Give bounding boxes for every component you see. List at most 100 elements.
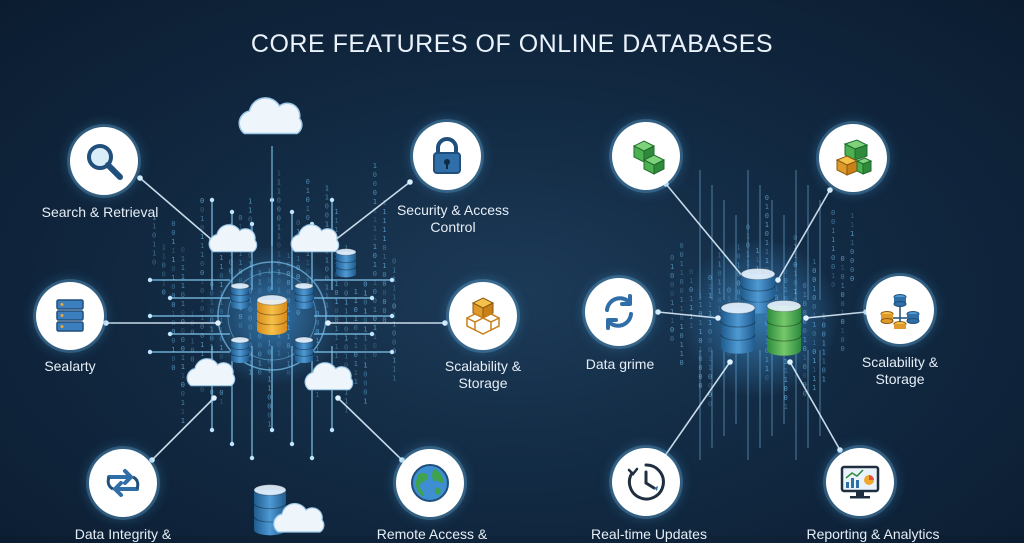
binary-digit: 1	[841, 264, 845, 272]
circuit-node	[249, 455, 255, 461]
circuit-node	[167, 331, 173, 337]
connector-search	[139, 177, 213, 241]
binary-digit: 0	[334, 271, 338, 279]
boxes-icon	[465, 297, 501, 335]
binary-digit: 0	[306, 196, 310, 204]
binary-digit: 0	[238, 214, 242, 222]
binary-digit: 1	[670, 308, 674, 316]
binary-digit: 0	[373, 270, 377, 278]
connector-dot	[655, 309, 661, 315]
binary-digit: 0	[267, 394, 271, 402]
binary-digit: 1	[181, 408, 185, 416]
binary-digit: 1	[277, 233, 281, 241]
cloud-lower-left	[186, 358, 236, 387]
cylinder-body	[767, 306, 801, 350]
security-label: Security & Access Control	[388, 202, 518, 236]
connector-scalability-right	[805, 311, 867, 319]
binary-digit: 0	[708, 382, 712, 390]
data-grime-node	[585, 278, 653, 346]
cylinder-band	[720, 334, 756, 341]
binary-digit: 1	[325, 185, 329, 193]
binary-digit: 0	[344, 280, 348, 288]
binary-digit: 1	[373, 162, 377, 170]
globe-icon	[411, 464, 449, 502]
cylinder-top	[230, 282, 250, 290]
binary-digit: 0	[373, 189, 377, 197]
cloud-icon	[273, 502, 325, 533]
binary-digit: 0	[679, 332, 683, 340]
cloud-icon	[186, 358, 236, 387]
binary-digit: 0	[679, 251, 683, 259]
binary-digit: 1	[373, 207, 377, 215]
binary-digit: 0	[354, 306, 358, 314]
realtime-label: Real-time Updates	[591, 526, 707, 542]
binary-digit: 1	[363, 289, 367, 297]
connector-security	[329, 181, 411, 245]
cubes-node	[612, 122, 680, 190]
binary-digit: 0	[267, 403, 271, 411]
padlock-icon	[433, 137, 461, 174]
binary-digit: 1	[354, 360, 358, 368]
binary-digit: 1	[765, 221, 769, 229]
database-icon	[335, 248, 357, 278]
binary-digit: 0	[670, 290, 674, 298]
connector-lines	[103, 175, 869, 463]
binary-digit: 0	[200, 206, 204, 214]
binary-digit: 0	[190, 347, 194, 355]
crates-node	[819, 124, 887, 192]
binary-digit: 1	[248, 206, 252, 214]
binary-digit: 1	[181, 255, 185, 263]
cylinder-base	[257, 325, 287, 335]
binary-digit: 1	[344, 307, 348, 315]
connector-dot	[325, 320, 331, 326]
binary-digit: 1	[670, 299, 674, 307]
remote-access-label: Remote Access &	[376, 526, 488, 542]
cloud-left	[208, 224, 258, 253]
binary-digit: 1	[334, 343, 338, 351]
circuit-node	[269, 427, 275, 433]
binary-digit: 0	[200, 332, 204, 340]
binary-digit: 1	[373, 261, 377, 269]
connector-dot	[407, 179, 413, 185]
binary-digit: 0	[277, 197, 281, 205]
binary-digit: 1	[162, 252, 166, 260]
binary-digit: 0	[382, 244, 386, 252]
binary-digit: 0	[344, 289, 348, 297]
binary-digit: 1	[306, 205, 310, 213]
binary-digit: 0	[325, 203, 329, 211]
binary-digit: 0	[850, 275, 854, 283]
cylinder-top	[230, 336, 250, 344]
analytics-monitor-icon	[840, 465, 880, 499]
circuit-node	[309, 455, 315, 461]
binary-digit: 1	[219, 263, 223, 271]
binary-digit: 0	[698, 373, 702, 381]
scalability-label-left-line2: Storage	[458, 375, 508, 391]
binary-digit: 1	[392, 293, 396, 301]
binary-digit: 1	[392, 266, 396, 274]
scalability-label-right-line1: Scalability &	[861, 354, 939, 370]
binary-digit: 1	[162, 243, 166, 251]
binary-digit: 0	[841, 300, 845, 308]
binary-digit: 0	[181, 345, 185, 353]
database-hubs	[186, 97, 802, 536]
binary-digit: 1	[315, 391, 319, 399]
binary-digit: 0	[679, 278, 683, 286]
binary-digit: 0	[306, 214, 310, 222]
binary-digit: 1	[181, 264, 185, 272]
circuit-node	[369, 295, 375, 301]
binary-digit: 0	[373, 171, 377, 179]
binary-digit: 0	[190, 356, 194, 364]
binary-digit: 0	[267, 412, 271, 420]
database-icon	[766, 299, 802, 356]
binary-digit: 1	[841, 282, 845, 290]
binary-digit: 0	[219, 389, 223, 397]
binary-digit: 0	[363, 280, 367, 288]
circuit-node	[369, 331, 375, 337]
realtime-node	[612, 448, 680, 516]
cylinder-band	[294, 353, 314, 357]
binary-digit: 0	[344, 343, 348, 351]
binary-digit: 1	[334, 280, 338, 288]
cylinder-band	[294, 299, 314, 303]
binary-digit: 1	[392, 356, 396, 364]
